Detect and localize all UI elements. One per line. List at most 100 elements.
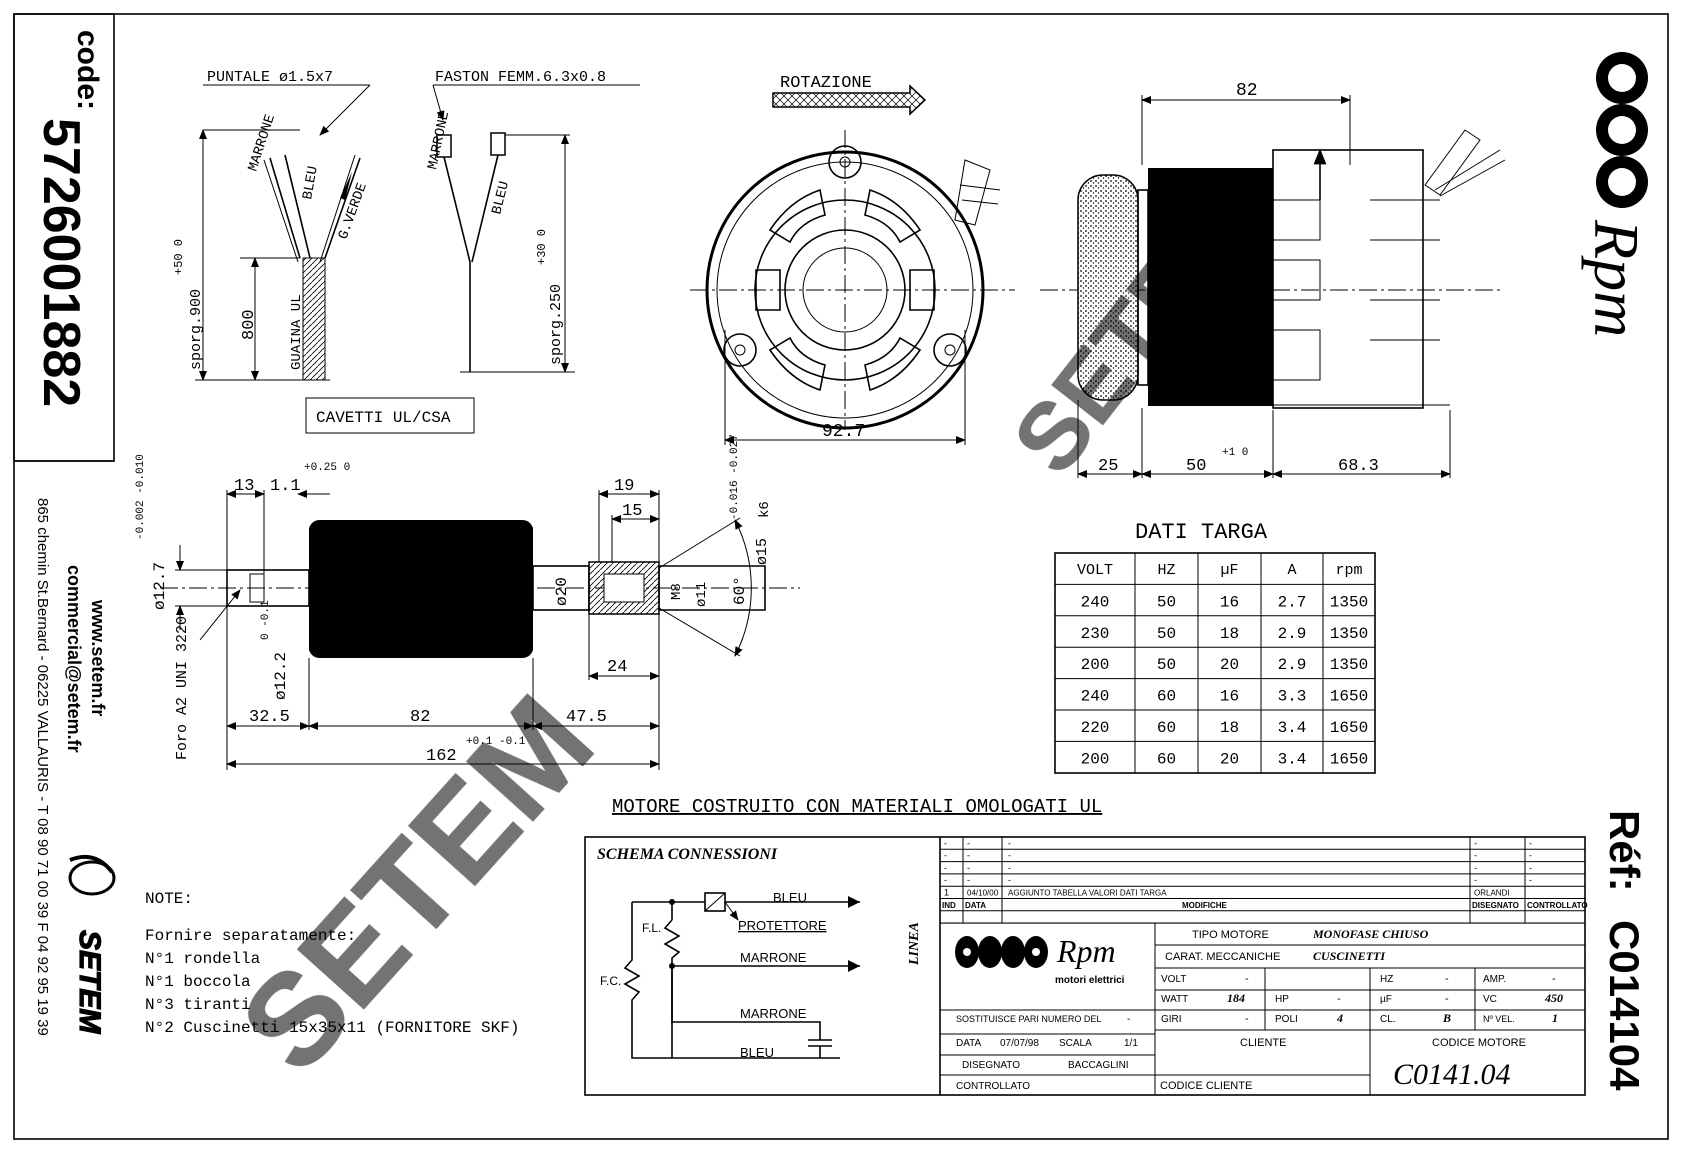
amp-label: AMP. (1483, 974, 1506, 985)
ul-note: MOTORE COSTRUITO CON MATERIALI OMOLOGATI… (612, 796, 1102, 818)
targa-cell: 1650 (1330, 688, 1368, 706)
dim-15: 15 (622, 502, 642, 521)
volt-label: VOLT (1161, 974, 1186, 985)
targa-cell: 1350 (1330, 625, 1368, 643)
codice-motore-label: CODICE MOTORE (1432, 1037, 1526, 1049)
poli-value: 4 (1336, 1011, 1343, 1025)
targa-cell: 18 (1220, 625, 1239, 643)
carat-label: CARAT. MECCANICHE (1165, 951, 1280, 963)
schema-linea: LINEA (907, 922, 922, 966)
sporg-900-tol: +50 0 (172, 239, 186, 275)
mod-header: IND (942, 901, 956, 910)
phi15-tol: -0.016 -0.027 (729, 434, 741, 520)
targa-cell: 2.9 (1278, 656, 1307, 674)
targa-cell: 20 (1220, 750, 1239, 768)
cables-drawing: PUNTALE ø1.5x7 FASTON FEMM.6.3x0.8 MARRO… (172, 69, 640, 434)
targa-header: HZ (1157, 562, 1175, 579)
targa-cell: 50 (1157, 593, 1176, 611)
mod-cell: AGGIUNTO TABELLA VALORI DATI TARGA (1008, 889, 1167, 898)
dim-92-7: 92.7 (822, 422, 865, 442)
mod-cell: - (1008, 851, 1011, 861)
uf-label: µF (1380, 994, 1392, 1005)
targa-cell: 200 (1081, 656, 1110, 674)
marrone-label: MARRONE (246, 113, 279, 174)
notes-title: NOTE: (145, 890, 193, 908)
watt-value: 184 (1227, 991, 1245, 1005)
tipo-motore: MONOFASE CHIUSO (1312, 927, 1429, 941)
mod-header: DATA (965, 901, 986, 910)
rpm-coil-icon (1596, 52, 1648, 208)
phi12-2-tol: 0 -0.1 (260, 600, 272, 640)
address: 865 chemin St.Bernard - 06225 VALLAURIS … (34, 498, 51, 1036)
sporg-250-label: sporg.250 (548, 284, 565, 365)
sheet-border (13, 13, 1669, 1140)
mod-cell: - (1474, 875, 1477, 885)
dim-1-1: 1.1 (270, 477, 301, 496)
volt-value: - (1245, 973, 1249, 985)
controllato-label: CONTROLLATO (956, 1081, 1030, 1092)
giri-value: - (1245, 1013, 1249, 1025)
amp-value: - (1552, 973, 1556, 985)
cl-value: B (1442, 1011, 1451, 1025)
mod-cell: - (967, 838, 970, 848)
cavetti-label: CAVETTI UL/CSA (316, 409, 451, 427)
cavetti-box (305, 397, 475, 434)
targa-cell: 3.4 (1278, 719, 1307, 737)
uf-value: - (1445, 993, 1449, 1005)
targa-cell: 1350 (1330, 593, 1368, 611)
targa-header: µF (1220, 562, 1238, 579)
phi20-label: ø20 (553, 577, 571, 606)
mod-cell: - (1008, 875, 1011, 885)
scala-label: SCALA (1059, 1038, 1092, 1049)
disegnato-label: DISEGNATO (962, 1060, 1020, 1071)
mod-cell: - (1474, 838, 1477, 848)
targa-cell: 20 (1220, 656, 1239, 674)
phi12-7-label: ø12.7 (151, 562, 169, 610)
mod-cell: - (1529, 863, 1532, 873)
note-line: Fornire separatamente: (145, 927, 356, 945)
hp-value: - (1337, 993, 1341, 1005)
email: commercial@setem.fr (64, 565, 84, 753)
targa-header: VOLT (1077, 562, 1113, 579)
dim-32-5: 32.5 (249, 708, 290, 727)
rotazione-label: ROTAZIONE (780, 74, 872, 93)
mod-cell: 04/10/00 (967, 889, 999, 898)
targa-cell: 220 (1081, 719, 1110, 737)
targa-cell: 230 (1081, 625, 1110, 643)
schema-marrone-1: MARRONE (740, 950, 807, 965)
dim-162-tol: +0.1 -0.1 (466, 736, 526, 748)
codice-motore-value: C0141.04 (1393, 1058, 1511, 1091)
mod-cell: - (1008, 838, 1011, 848)
faston-label: FASTON FEMM.6.3x0.8 (435, 69, 606, 86)
website: www.setem.fr (88, 599, 108, 716)
sostituisce-value: - (1127, 1014, 1130, 1025)
dim-13: 13 (234, 477, 254, 496)
code-label: code: (71, 30, 104, 110)
mod-header: MODIFICHE (1182, 901, 1228, 910)
targa-cell: 50 (1157, 656, 1176, 674)
guaina-label: GUAINA UL (289, 294, 305, 370)
mod-cell: - (944, 875, 947, 885)
schema-bleu-top: BLEU (773, 890, 807, 905)
hz-value: - (1445, 973, 1449, 985)
targa-cell: 16 (1220, 593, 1239, 611)
right-strip: Rpm Réf: C014104 (1581, 52, 1652, 1091)
targa-cell: 1650 (1330, 719, 1368, 737)
ref-label: Réf: (1601, 810, 1648, 892)
schema-marrone-2: MARRONE (740, 1006, 807, 1021)
hz-label: HZ (1380, 974, 1393, 985)
mod-cell: - (1474, 851, 1477, 861)
sostituisce-label: SOSTITUISCE PARI NUMERO DEL (956, 1014, 1101, 1024)
targa-header: A (1287, 562, 1296, 579)
targa-cell: 200 (1081, 750, 1110, 768)
mod-cell: - (1474, 863, 1477, 873)
dim-19: 19 (614, 477, 634, 496)
targa-cell: 16 (1220, 688, 1239, 706)
phi12-2-label: ø12.2 (272, 652, 290, 700)
data-label: DATA (956, 1038, 982, 1049)
mod-cell: - (967, 863, 970, 873)
mod-header: DISEGNATO (1472, 901, 1519, 910)
mod-cell: 1 (944, 888, 949, 898)
